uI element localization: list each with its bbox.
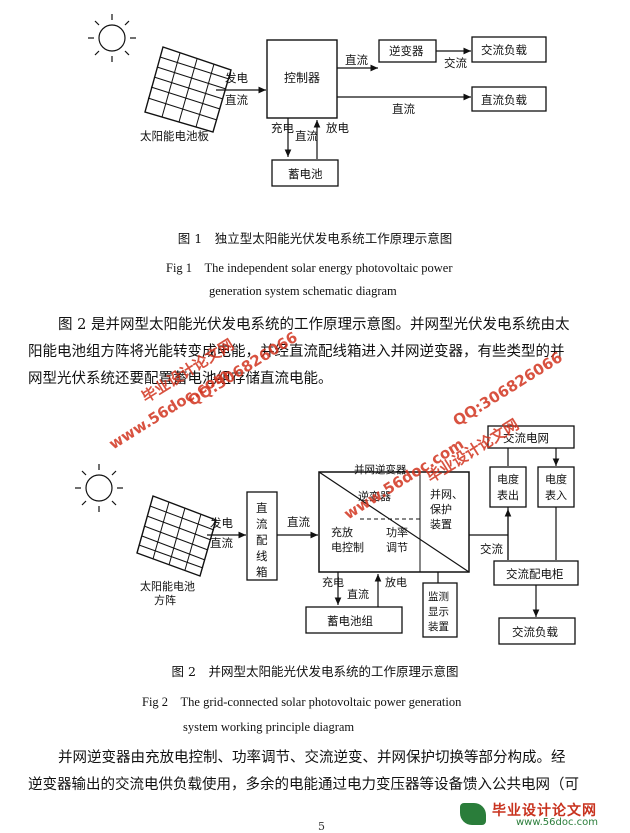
- paragraph-1-line-2: 阳能电池组方阵将光能转变成电能，并经直流配线箱进入并网逆变器，有些类型的并: [28, 344, 565, 360]
- protect-2: 保护: [430, 502, 452, 516]
- ac-load-box-2: [498, 617, 576, 645]
- power-1: 功率: [386, 525, 408, 539]
- figure1-caption-en-2: generation system schematic diagram: [209, 284, 397, 298]
- sun-icon-2: [75, 464, 123, 512]
- paragraph-1-line-3: 网型光伏系统还要配置蓄电池组存储直流电能。: [28, 371, 333, 387]
- dc1-label: 直流: [345, 53, 368, 67]
- paragraph-1-line-1: 图 2 是并网型太阳能光伏发电系统的工作原理示意图。并网型光伏发电系统由太: [58, 317, 570, 333]
- grid-label: 交流电网: [503, 431, 549, 445]
- charge-label-1: 充电: [271, 121, 294, 135]
- dc-in-label: 直流: [225, 93, 248, 107]
- site-logo: 毕业设计论文网 www.56doc.com: [458, 800, 630, 830]
- controller-label: 控制器: [284, 71, 320, 85]
- dc-out-label: 直流: [287, 515, 310, 529]
- monitor-label: 监测显示装置: [428, 590, 449, 633]
- figure2-caption-en-1: Fig 2 The grid-connected solar photovolt…: [142, 695, 462, 709]
- figure2-caption-en-2: system working principle diagram: [183, 720, 355, 734]
- charge-2: 充电: [322, 575, 344, 589]
- monitor-box: [422, 582, 458, 638]
- battery-label: 蓄电池: [288, 167, 323, 181]
- meter-out-2: 表出: [497, 488, 519, 502]
- dc-box-char: 直流配线箱: [256, 501, 268, 579]
- gen-label-2: 发电: [210, 516, 233, 530]
- array-label-1: 太阳能电池: [140, 579, 195, 593]
- inv-title: 并网逆变器: [354, 463, 407, 476]
- paragraph-1: 图 2 是并网型太阳能光伏发电系统的工作原理示意图。并网型光伏发电系统由太 阳能…: [28, 312, 618, 393]
- figure1-caption-cn: 图 1 独立型太阳能光伏发电系统工作原理示意图: [177, 231, 453, 246]
- figure2-caption-cn: 图 2 并网型太阳能光伏发电系统的工作原理示意图: [171, 664, 459, 679]
- inverter-label: 逆变器: [389, 44, 424, 58]
- inverter-inner: 逆变器: [358, 489, 391, 503]
- dc2-label: 直流: [392, 102, 415, 116]
- protect-1: 并网、: [430, 487, 463, 501]
- figure1-diagram: 太阳能电池板 发电 直流 控制器 直流 逆变器 交流 交流负载 直流 直流负载 …: [88, 14, 547, 187]
- ac-label: 交流: [444, 56, 467, 70]
- paragraph-2-line-1: 并网逆变器由充放电控制、功率调节、交流逆变、并网保护切换等部分构成。经: [58, 750, 566, 766]
- dc-in-label-2: 直流: [210, 536, 233, 550]
- grid-inverter-box: [318, 471, 470, 573]
- battery-bank-label: 蓄电池组: [327, 614, 373, 628]
- meter-in-1: 电度: [545, 472, 567, 486]
- figure1-caption-en-1: Fig 1 The independent solar energy photo…: [166, 261, 453, 275]
- dc-mid-2: 直流: [347, 587, 369, 601]
- sun-icon: [88, 14, 136, 62]
- ac-cabinet-label: 交流配电柜: [506, 567, 564, 581]
- discharge-label: 放电: [326, 121, 349, 135]
- dc-mid-label: 直流: [295, 129, 318, 143]
- dc-box: [246, 491, 278, 581]
- dc-load-label: 直流负载: [481, 93, 527, 107]
- ac-load-box: [471, 36, 547, 63]
- ac-load-label: 交流负载: [481, 43, 527, 57]
- battery-box: [271, 159, 339, 187]
- cc-1: 充放: [331, 525, 353, 539]
- array-label-2: 方阵: [154, 593, 176, 607]
- paragraph-2: 并网逆变器由充放电控制、功率调节、交流逆变、并网保护切换等部分构成。经 逆变器输…: [28, 745, 618, 799]
- solar-array-icon: [136, 495, 217, 577]
- discharge-2: 放电: [385, 575, 407, 589]
- logo-url: www.56doc.com: [516, 817, 599, 828]
- figure2-diagram: 太阳能电池 方阵 发电 直流 直流配线箱 直流 并网逆变器 逆变器 并网、 保护…: [75, 425, 579, 645]
- battery-bank-box: [305, 606, 403, 634]
- page-number: 5: [318, 820, 325, 833]
- ac-load-label-2: 交流负载: [512, 625, 558, 639]
- cc-2: 电控制: [331, 540, 364, 554]
- protect-3: 装置: [430, 518, 452, 531]
- panel-label: 太阳能电池板: [140, 129, 209, 143]
- logo-icon: [460, 803, 486, 825]
- power-2: 调节: [386, 541, 408, 554]
- dc-load-box: [471, 86, 547, 112]
- dc-box-label: 直流配线箱: [256, 501, 268, 579]
- solar-panel-icon: [144, 46, 232, 133]
- paragraph-2-line-2: 逆变器输出的交流电供负载使用，多余的电能通过电力变压器等设备馈入公共电网（可: [28, 777, 579, 793]
- ac-label-2: 交流: [480, 542, 503, 556]
- controller-box: [266, 39, 338, 119]
- grid-box: [487, 425, 575, 449]
- meter-out-1: 电度: [497, 472, 519, 486]
- gen-label: 发电: [225, 71, 248, 85]
- meter-in-2: 表入: [545, 488, 567, 502]
- logo-name: 毕业设计论文网: [492, 803, 597, 819]
